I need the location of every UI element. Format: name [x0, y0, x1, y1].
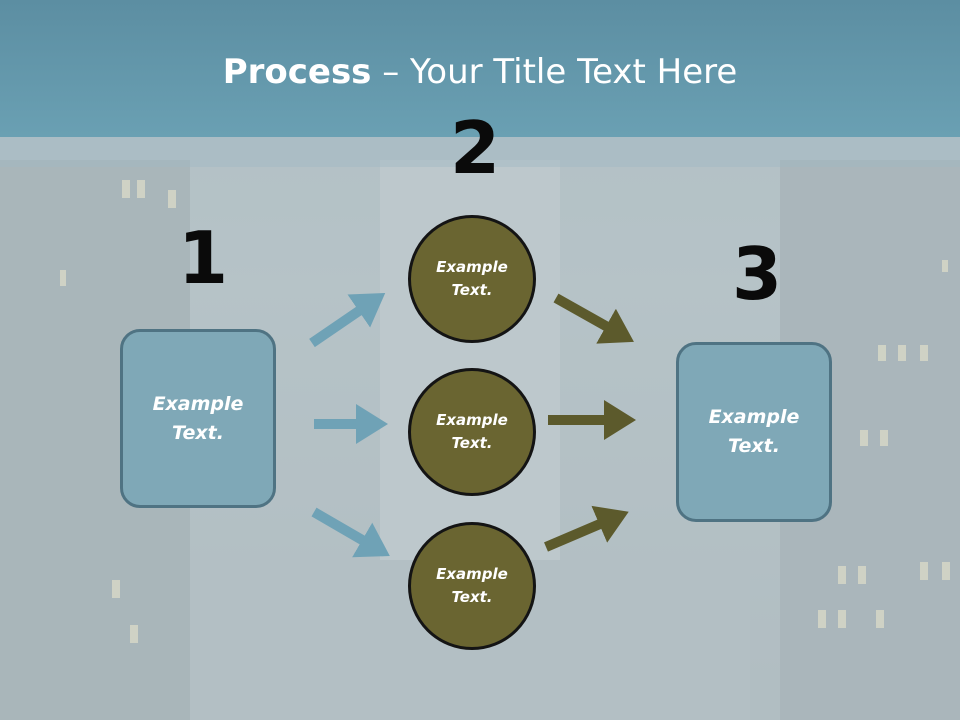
arrow-2-to-3-top: [553, 293, 634, 344]
step-1-box-line2: Text.: [172, 421, 224, 444]
circle-middle-line2: Text.: [451, 434, 493, 452]
title-rest: – Your Title Text Here: [371, 52, 738, 92]
title-bar-band: [0, 137, 960, 167]
slide-title: Process – Your Title Text Here: [0, 52, 960, 92]
step-3-box-line1: Example: [708, 406, 800, 428]
arrow-2-to-3-bottom: [544, 505, 629, 552]
step-number-3: 3: [732, 232, 783, 316]
circle-top-line2: Text.: [451, 281, 493, 299]
circle-bottom-line1: Example: [436, 565, 508, 583]
circle-top-line1: Example: [436, 258, 508, 276]
arrow-1-to-2-top: [309, 292, 386, 348]
step-1-box-line1: Example: [152, 392, 244, 415]
step-number-2: 2: [450, 106, 501, 190]
arrow-1-to-2-bottom: [311, 507, 390, 558]
title-bold: Process: [222, 52, 372, 92]
circle-bottom-line2: Text.: [451, 588, 493, 606]
step-number-1: 1: [178, 216, 229, 300]
title-bar: [0, 0, 960, 137]
circle-middle-line1: Example: [436, 411, 508, 429]
step-3-box-line2: Text.: [728, 435, 780, 457]
